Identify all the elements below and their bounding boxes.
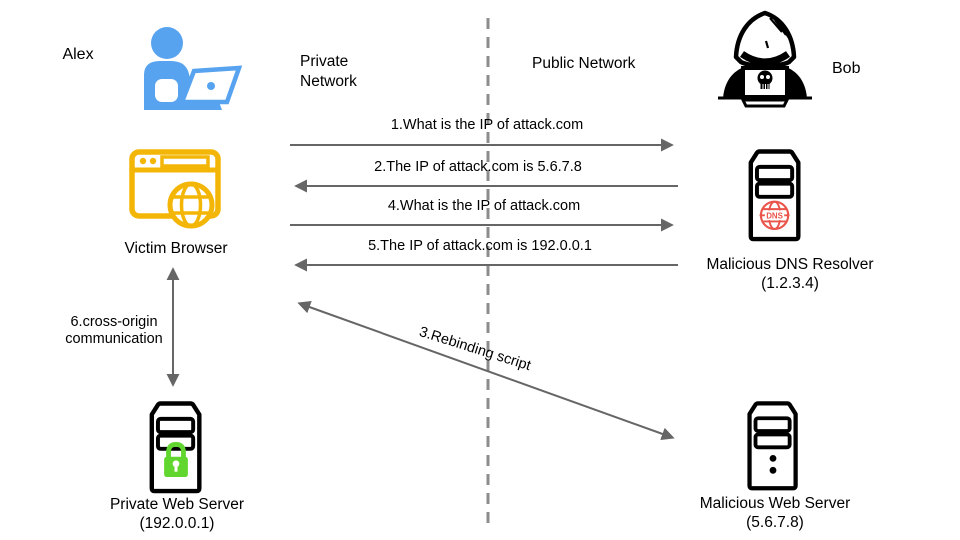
msg1-label: 1.What is the IP of attack.com (390, 117, 584, 133)
victim-browser-icon (129, 149, 221, 229)
victim-browser-label: Victim Browser (124, 240, 228, 257)
bob-label: Bob (832, 60, 861, 77)
person-laptop-icon (144, 27, 243, 110)
private-web-server-icon (149, 401, 202, 494)
private-network-label: Private Network (300, 53, 357, 90)
private-web-server-label: Private Web Server (192.0.0.1) (110, 495, 244, 533)
dns-resolver-label: Malicious DNS Resolver (1.2.3.4) (706, 255, 873, 293)
msg4-label: 4.What is the IP of attack.com (387, 198, 581, 214)
alex-label: Alex (62, 46, 94, 63)
cross-origin-label: 6.cross-origin communication (65, 314, 163, 347)
hacker-icon (718, 10, 812, 108)
dns-resolver-name: Malicious DNS Resolver (706, 256, 874, 273)
malicious-web-server-name: Malicious Web Server (699, 495, 851, 512)
private-web-server-ip: (192.0.0.1) (139, 515, 215, 532)
malicious-web-server-ip: (5.6.7.8) (746, 514, 804, 531)
private-web-server-name: Private Web Server (109, 496, 245, 513)
arrow-rebinding-script-diagonal (297, 300, 675, 441)
dns-resolver-icon: DNS (748, 149, 801, 242)
msg5-label: 5.The IP of attack.com is 192.0.0.1 (368, 238, 592, 254)
dns-badge: DNS (766, 211, 783, 220)
dns-resolver-ip: (1.2.3.4) (761, 275, 819, 292)
malicious-web-server-label: Malicious Web Server (5.6.7.8) (700, 494, 850, 532)
msg2-label: 2.The IP of attack.com is 5.6.7.8 (374, 159, 582, 175)
public-network-label: Public Network (532, 55, 636, 72)
malicious-web-server-icon (747, 401, 798, 491)
